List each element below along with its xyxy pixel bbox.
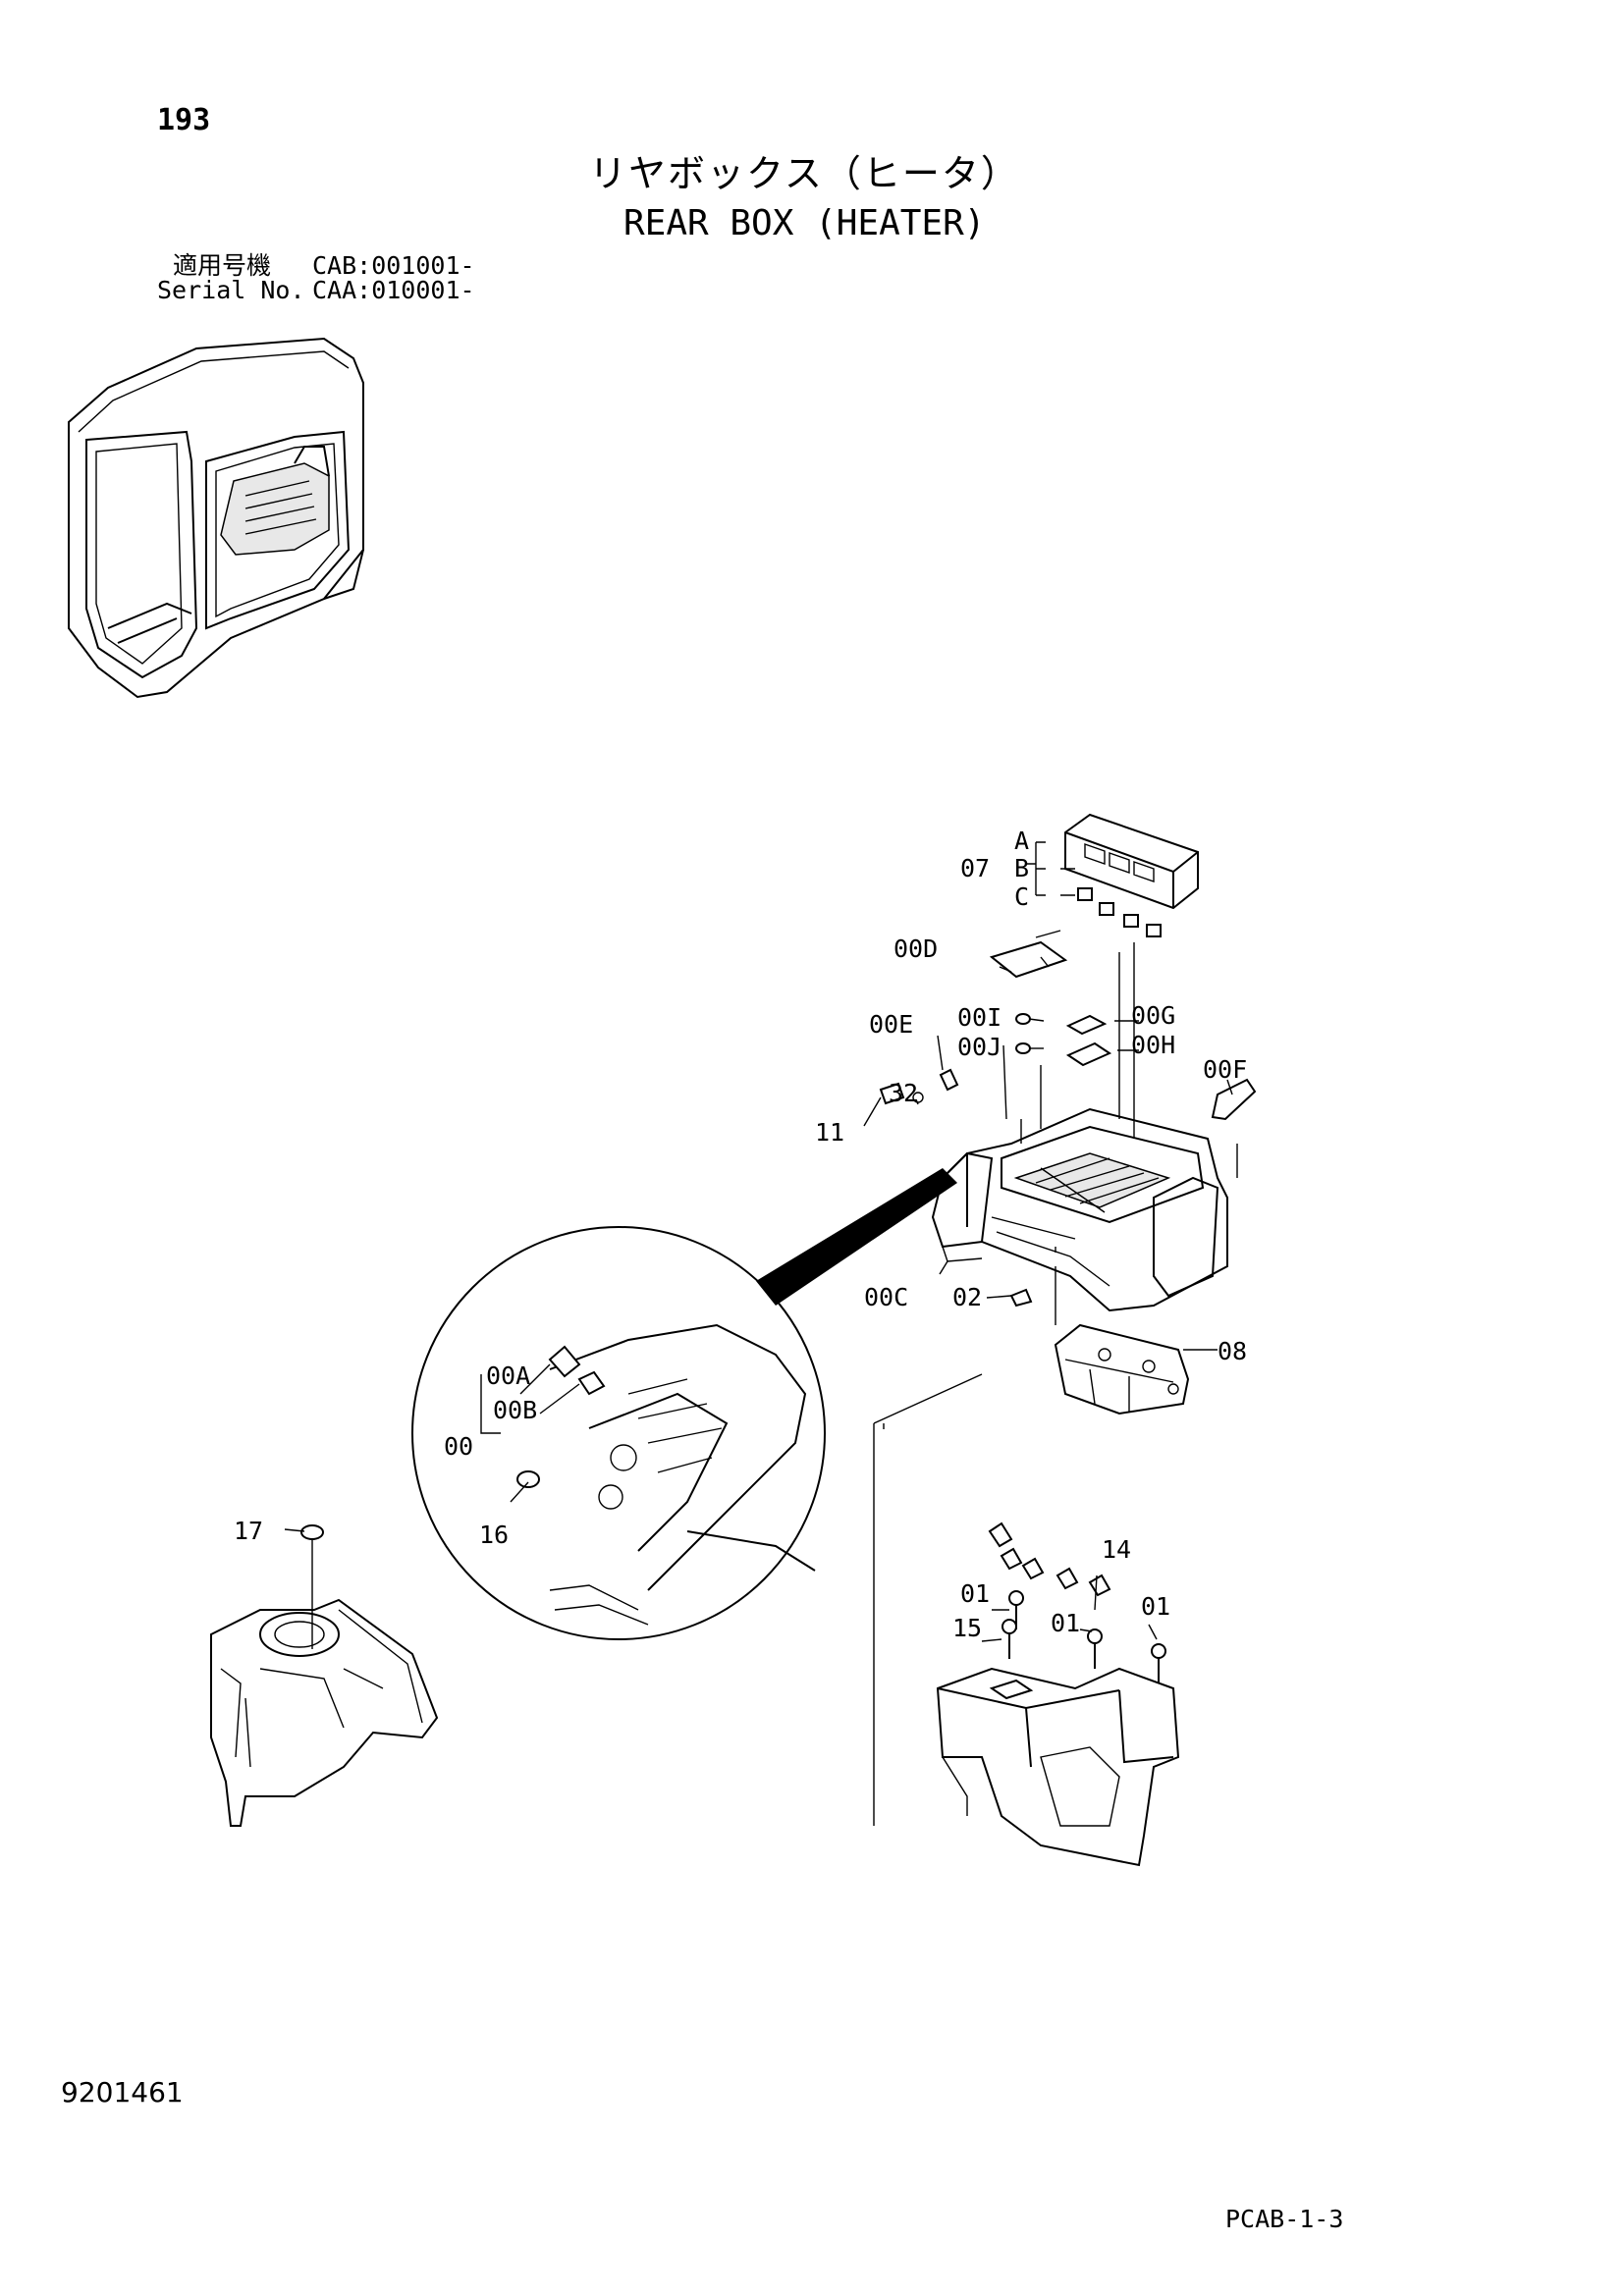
callout-00a: 00A: [486, 1362, 530, 1390]
serial-value-caa: CAA:010001-: [312, 276, 475, 304]
callout-00j: 00J: [957, 1033, 1001, 1061]
callout-07: 07: [960, 854, 990, 882]
cab-overview-illustration: [68, 337, 364, 699]
switch-panel-illustration: [1026, 813, 1199, 937]
callout-00: 00: [444, 1432, 473, 1461]
callout-00i: 00I: [957, 1003, 1001, 1032]
floor-frame-illustration: [936, 1667, 1180, 1867]
callout-00e: 00E: [869, 1010, 913, 1039]
callout-32: 32: [889, 1079, 918, 1107]
callout-17: 17: [234, 1517, 263, 1545]
leader-lines: [284, 930, 1238, 1826]
heater-unit-illustration: [210, 1524, 439, 1827]
bracket-08-illustration: [1054, 1323, 1190, 1415]
callout-01-middle: 01: [1051, 1609, 1080, 1637]
serial-label-english: Serial No.: [157, 276, 305, 304]
callout-07b: B: [1014, 854, 1029, 882]
callout-14: 14: [1102, 1535, 1131, 1564]
callout-00c: 00C: [864, 1283, 908, 1311]
callout-11: 11: [815, 1118, 844, 1147]
callout-00f: 00F: [1203, 1055, 1247, 1084]
title-english: REAR BOX (HEATER): [623, 203, 986, 243]
callout-07a: A: [1014, 827, 1029, 855]
document-number: 9201461: [61, 2076, 184, 2109]
callout-02: 02: [952, 1283, 982, 1311]
fasteners-illustration: [988, 1522, 1166, 1683]
callout-00b: 00B: [493, 1396, 537, 1424]
title-japanese: リヤボックス（ヒータ）: [589, 152, 1020, 195]
callout-00d: 00D: [893, 934, 938, 963]
page-number: 193: [157, 103, 211, 137]
callout-labels: 07 A B C 00D 00E 00I 00J 00G 00H 00F 32 …: [234, 827, 1247, 1642]
callout-01-right: 01: [1141, 1592, 1170, 1621]
rear-box-illustration: [931, 1107, 1228, 1312]
callout-01-left: 01: [960, 1579, 990, 1608]
serial-label-japanese: 適用号機: [173, 251, 272, 280]
callout-08: 08: [1218, 1337, 1247, 1365]
callout-16: 16: [479, 1521, 509, 1549]
serial-value-cab: CAB:001001-: [312, 251, 475, 280]
callout-00g: 00G: [1131, 1001, 1175, 1030]
callout-07c: C: [1014, 882, 1029, 911]
callout-00h: 00H: [1131, 1031, 1175, 1059]
small-parts-illustration: [879, 940, 1257, 1308]
callout-15: 15: [952, 1614, 982, 1642]
detail-magnifier-illustration: [411, 1168, 957, 1640]
page-code: PCAB-1-3: [1225, 2205, 1344, 2233]
